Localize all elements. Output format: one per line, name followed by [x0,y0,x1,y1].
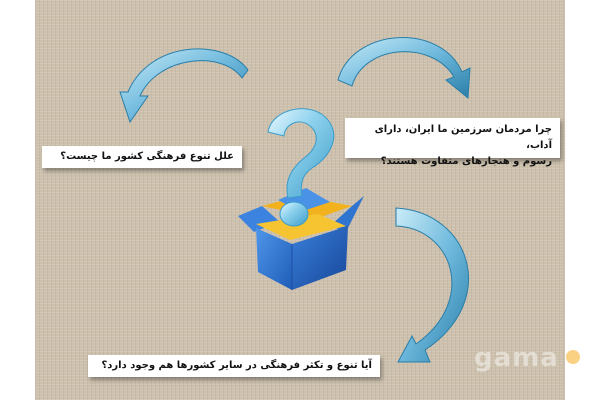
question-mark-icon [267,108,335,227]
question-box-3: آیا تنوع و تکثر فرهنگی در سایر کشورها هم… [88,355,380,377]
curved-arrow-icon [395,207,469,363]
question-2-line-1: چرا مردمان سرزمین ما ایران، دارای آداب، [374,124,552,151]
watermark-dot [566,350,580,364]
curved-arrow-icon [119,48,249,124]
question-1-text: علل تنوع فرهنگی کشور ما چیست؟ [60,151,234,162]
question-3-text: آیا تنوع و تکثر فرهنگی در سایر کشورها هم… [101,360,372,371]
curved-arrow-icon [337,37,471,100]
watermark-logo: gama [474,343,559,373]
question-box-2: چرا مردمان سرزمین ما ایران، دارای آداب، … [345,118,560,167]
open-box-icon [238,188,364,290]
question-2-line-2: رسوم و هنجارهای متفاوت هستند؟ [380,156,552,167]
question-box-1: علل تنوع فرهنگی کشور ما چیست؟ [42,146,242,168]
